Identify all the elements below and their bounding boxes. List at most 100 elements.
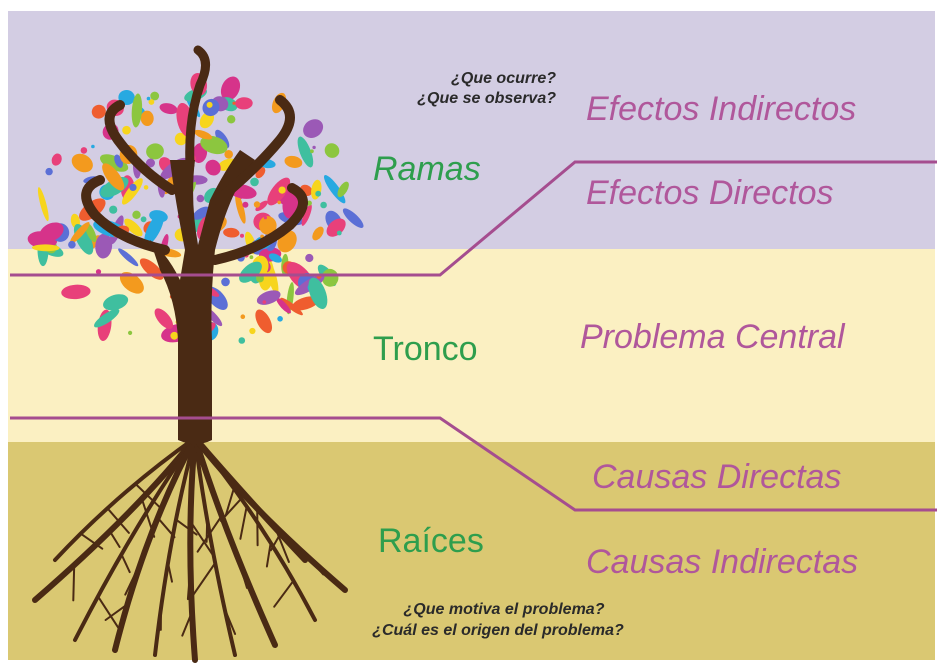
canopy-leaf — [144, 212, 164, 245]
tree-root — [112, 435, 198, 653]
tree-rootlet — [223, 607, 237, 635]
tree-rootlet — [120, 553, 131, 574]
canopy-leaf — [284, 155, 303, 168]
canopy-dot — [256, 274, 264, 283]
canopy-leaf — [154, 308, 174, 329]
canopy-leaf — [276, 297, 291, 314]
tree-rootlet — [186, 564, 192, 601]
canopy-dot — [150, 91, 160, 101]
tree-branch-right-low — [210, 183, 308, 265]
canopy-dot — [249, 255, 254, 260]
canopy-dot — [128, 330, 133, 335]
tree-rootlet — [224, 482, 237, 517]
tree-rootlet — [306, 556, 325, 576]
canopy-dot — [315, 190, 322, 197]
canopy-leaf — [303, 119, 324, 138]
canopy-dot — [122, 125, 131, 135]
canopy-leaf — [71, 153, 93, 173]
tree-trunk — [150, 150, 255, 444]
canopy-leaf — [69, 222, 90, 244]
canopy-leaf — [268, 253, 282, 263]
canopy-dot — [140, 216, 147, 223]
canopy-leaf — [342, 208, 364, 228]
canopy-dot — [320, 201, 327, 209]
canopy-dot — [262, 300, 267, 304]
canopy-leaf — [239, 261, 262, 283]
canopy-leaf — [39, 222, 64, 242]
canopy-leaf — [258, 216, 277, 235]
tree-rootlet — [72, 564, 76, 602]
canopy-leaf — [311, 179, 322, 200]
canopy-dot — [277, 200, 282, 205]
tree-root — [187, 435, 198, 663]
canopy-leaf — [102, 163, 125, 191]
canopy-leaf — [337, 181, 349, 198]
tree-rootlet — [219, 494, 246, 522]
canopy-leaf — [267, 177, 291, 206]
canopy-dot — [310, 149, 314, 154]
tree-rootlet — [167, 562, 173, 583]
canopy-dot — [196, 194, 205, 203]
canopy-leaf — [95, 233, 113, 259]
canopy-leaf — [118, 248, 139, 267]
tree-rootlet — [273, 579, 295, 608]
tree-root — [192, 435, 278, 648]
canopy-dot — [68, 240, 76, 249]
canopy-dot — [109, 205, 118, 214]
tree-roots — [32, 435, 348, 663]
canopy-dot — [227, 115, 236, 124]
tree-rootlet — [134, 482, 161, 509]
canopy-dot — [253, 201, 261, 208]
canopy-leaf — [312, 226, 324, 241]
canopy-dot — [91, 144, 95, 149]
canopy-leaf — [124, 218, 143, 237]
canopy-leaf — [301, 204, 312, 226]
tree-rootlet — [236, 556, 248, 589]
tree-rootlet — [192, 562, 217, 596]
canopy-leaf — [31, 244, 60, 252]
tree-root — [32, 435, 198, 603]
tree-rootlet — [196, 514, 223, 553]
canopy-dot — [95, 269, 102, 275]
problem-band — [8, 249, 935, 442]
canopy-leaf — [94, 308, 120, 328]
canopy-leaf — [51, 153, 62, 166]
effects-band — [8, 11, 935, 249]
tree-rootlet — [104, 603, 129, 621]
category-efectos-indirectos: Efectos Indirectos — [586, 90, 857, 128]
canopy-leaf — [280, 297, 303, 316]
divider-line-causes — [10, 416, 937, 512]
canopy-dot — [170, 331, 179, 340]
canopy-dot — [277, 316, 283, 322]
category-causas-indirectas: Causas Indirectas — [586, 543, 859, 581]
canopy-dot — [143, 185, 149, 190]
canopy-dot — [148, 99, 155, 105]
canopy-dot — [45, 167, 53, 176]
zone-label-ramas: Ramas — [373, 150, 481, 188]
canopy-leaf — [61, 284, 91, 300]
canopy-leaf — [235, 97, 253, 110]
canopy-leaf — [159, 103, 178, 115]
tree-branch-top — [185, 45, 210, 170]
canopy-leaf — [146, 143, 164, 160]
tree-branch-left — [104, 100, 177, 195]
canopy-dot — [249, 327, 256, 335]
canopy-leaf — [324, 143, 340, 158]
canopy-dot — [224, 150, 233, 159]
tree-branch-right — [213, 95, 295, 205]
question-bottom-1: ¿Que motiva el problema? — [403, 601, 605, 618]
tree-rootlet — [106, 507, 130, 534]
canopy-dot — [263, 216, 267, 220]
canopy-leaf — [321, 268, 339, 287]
canopy-leaf — [140, 110, 154, 126]
tree-root — [192, 435, 308, 563]
canopy-leaf — [308, 277, 328, 309]
tree-rootlet — [108, 530, 121, 548]
tree-rootlet — [265, 541, 272, 568]
canopy-leaf — [223, 227, 240, 238]
canopy-dot — [206, 101, 213, 108]
canopy-leaf — [194, 129, 213, 140]
tree-rootlet — [269, 532, 282, 552]
tree-rootlet — [79, 532, 104, 550]
